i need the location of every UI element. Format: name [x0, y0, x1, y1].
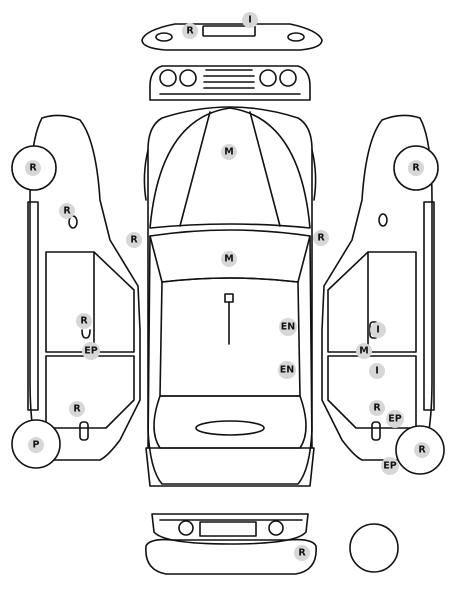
- svg-text:R: R: [373, 403, 381, 414]
- svg-text:EP: EP: [388, 414, 401, 425]
- car-top-view[interactable]: [143, 106, 317, 487]
- svg-text:I: I: [248, 15, 252, 26]
- svg-text:R: R: [418, 445, 426, 456]
- svg-text:P: P: [33, 440, 40, 451]
- tag-rear-bumper-scratch[interactable]: R: [182, 23, 198, 39]
- svg-text:I: I: [375, 366, 379, 377]
- tag-center-en-2[interactable]: EN: [278, 361, 296, 379]
- tag-front-bumper[interactable]: R: [294, 545, 310, 561]
- tag-left-door-ep[interactable]: EP: [82, 342, 100, 360]
- tag-right-front-wheel[interactable]: R: [408, 160, 424, 176]
- tag-right-rear-ep[interactable]: EP: [386, 410, 404, 428]
- tag-right-door-i-1[interactable]: I: [370, 322, 386, 338]
- svg-text:R: R: [130, 235, 138, 246]
- svg-text:R: R: [298, 548, 306, 559]
- svg-text:EN: EN: [280, 365, 294, 376]
- svg-text:R: R: [29, 163, 37, 174]
- svg-text:M: M: [359, 346, 368, 357]
- svg-text:I: I: [376, 325, 380, 336]
- spare-tire[interactable]: [349, 523, 399, 573]
- svg-text:R: R: [63, 206, 71, 217]
- tag-center-en-1[interactable]: EN: [279, 318, 297, 336]
- svg-text:R: R: [73, 404, 81, 415]
- right-side-view[interactable]: [321, 114, 445, 475]
- front-headlight-section[interactable]: [151, 513, 309, 545]
- tag-left-rear-wheel[interactable]: P: [28, 437, 44, 453]
- tag-right-rear-wheel-ep[interactable]: EP: [381, 457, 399, 475]
- tag-left-front-wheel[interactable]: R: [25, 160, 41, 176]
- svg-text:M: M: [224, 147, 233, 158]
- rear-tail-section[interactable]: [149, 65, 311, 101]
- tag-right-rear-wheel[interactable]: R: [414, 442, 430, 458]
- tag-right-door-m[interactable]: M: [356, 343, 372, 359]
- svg-text:EP: EP: [383, 461, 396, 472]
- tag-left-mirror[interactable]: R: [126, 232, 142, 248]
- tag-right-rear-panel[interactable]: R: [369, 400, 385, 416]
- tag-hood[interactable]: M: [221, 144, 237, 160]
- tag-roof[interactable]: M: [221, 251, 237, 267]
- svg-text:EP: EP: [84, 346, 97, 357]
- svg-text:EN: EN: [281, 322, 295, 333]
- rear-bumper[interactable]: [141, 23, 323, 51]
- tag-right-door-i-2[interactable]: I: [369, 363, 385, 379]
- tag-left-door-handle[interactable]: R: [76, 313, 92, 329]
- tag-left-rear-panel[interactable]: R: [69, 401, 85, 417]
- svg-text:R: R: [80, 316, 88, 327]
- svg-text:R: R: [317, 233, 325, 244]
- tag-rear-bumper-info[interactable]: I: [242, 12, 258, 28]
- front-bumper[interactable]: [145, 538, 317, 575]
- tag-right-mirror[interactable]: R: [313, 230, 329, 246]
- tag-left-fuel-cap[interactable]: R: [59, 203, 75, 219]
- svg-text:M: M: [224, 254, 233, 265]
- svg-text:R: R: [412, 163, 420, 174]
- svg-text:R: R: [186, 26, 194, 37]
